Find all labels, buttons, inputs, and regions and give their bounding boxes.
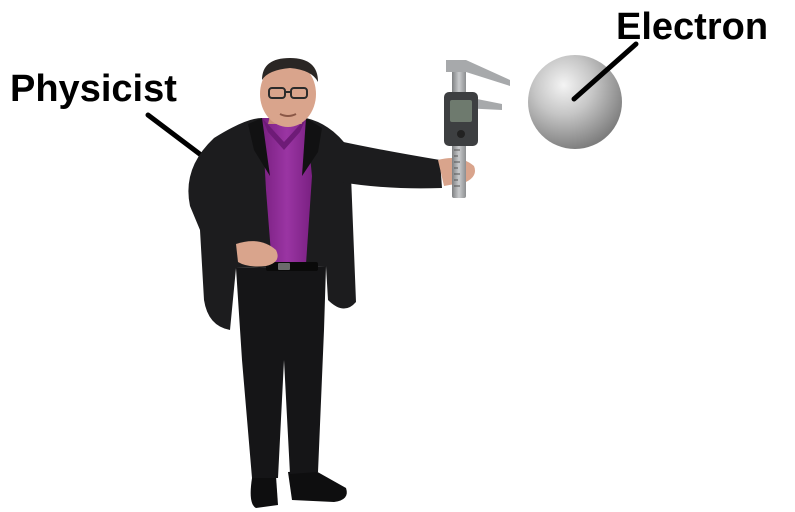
- physicist-label: Physicist: [10, 70, 177, 108]
- left-shoe-icon: [251, 476, 278, 508]
- trousers-icon: [236, 266, 326, 478]
- head-icon: [260, 58, 318, 127]
- right-shoe-icon: [288, 470, 347, 502]
- physicist-pointer-line: [148, 115, 205, 158]
- vernier-caliper-icon: [444, 60, 510, 198]
- physicist-icon: [188, 58, 475, 508]
- outstretched-arm-icon: [334, 140, 442, 188]
- electron-label: Electron: [616, 8, 768, 46]
